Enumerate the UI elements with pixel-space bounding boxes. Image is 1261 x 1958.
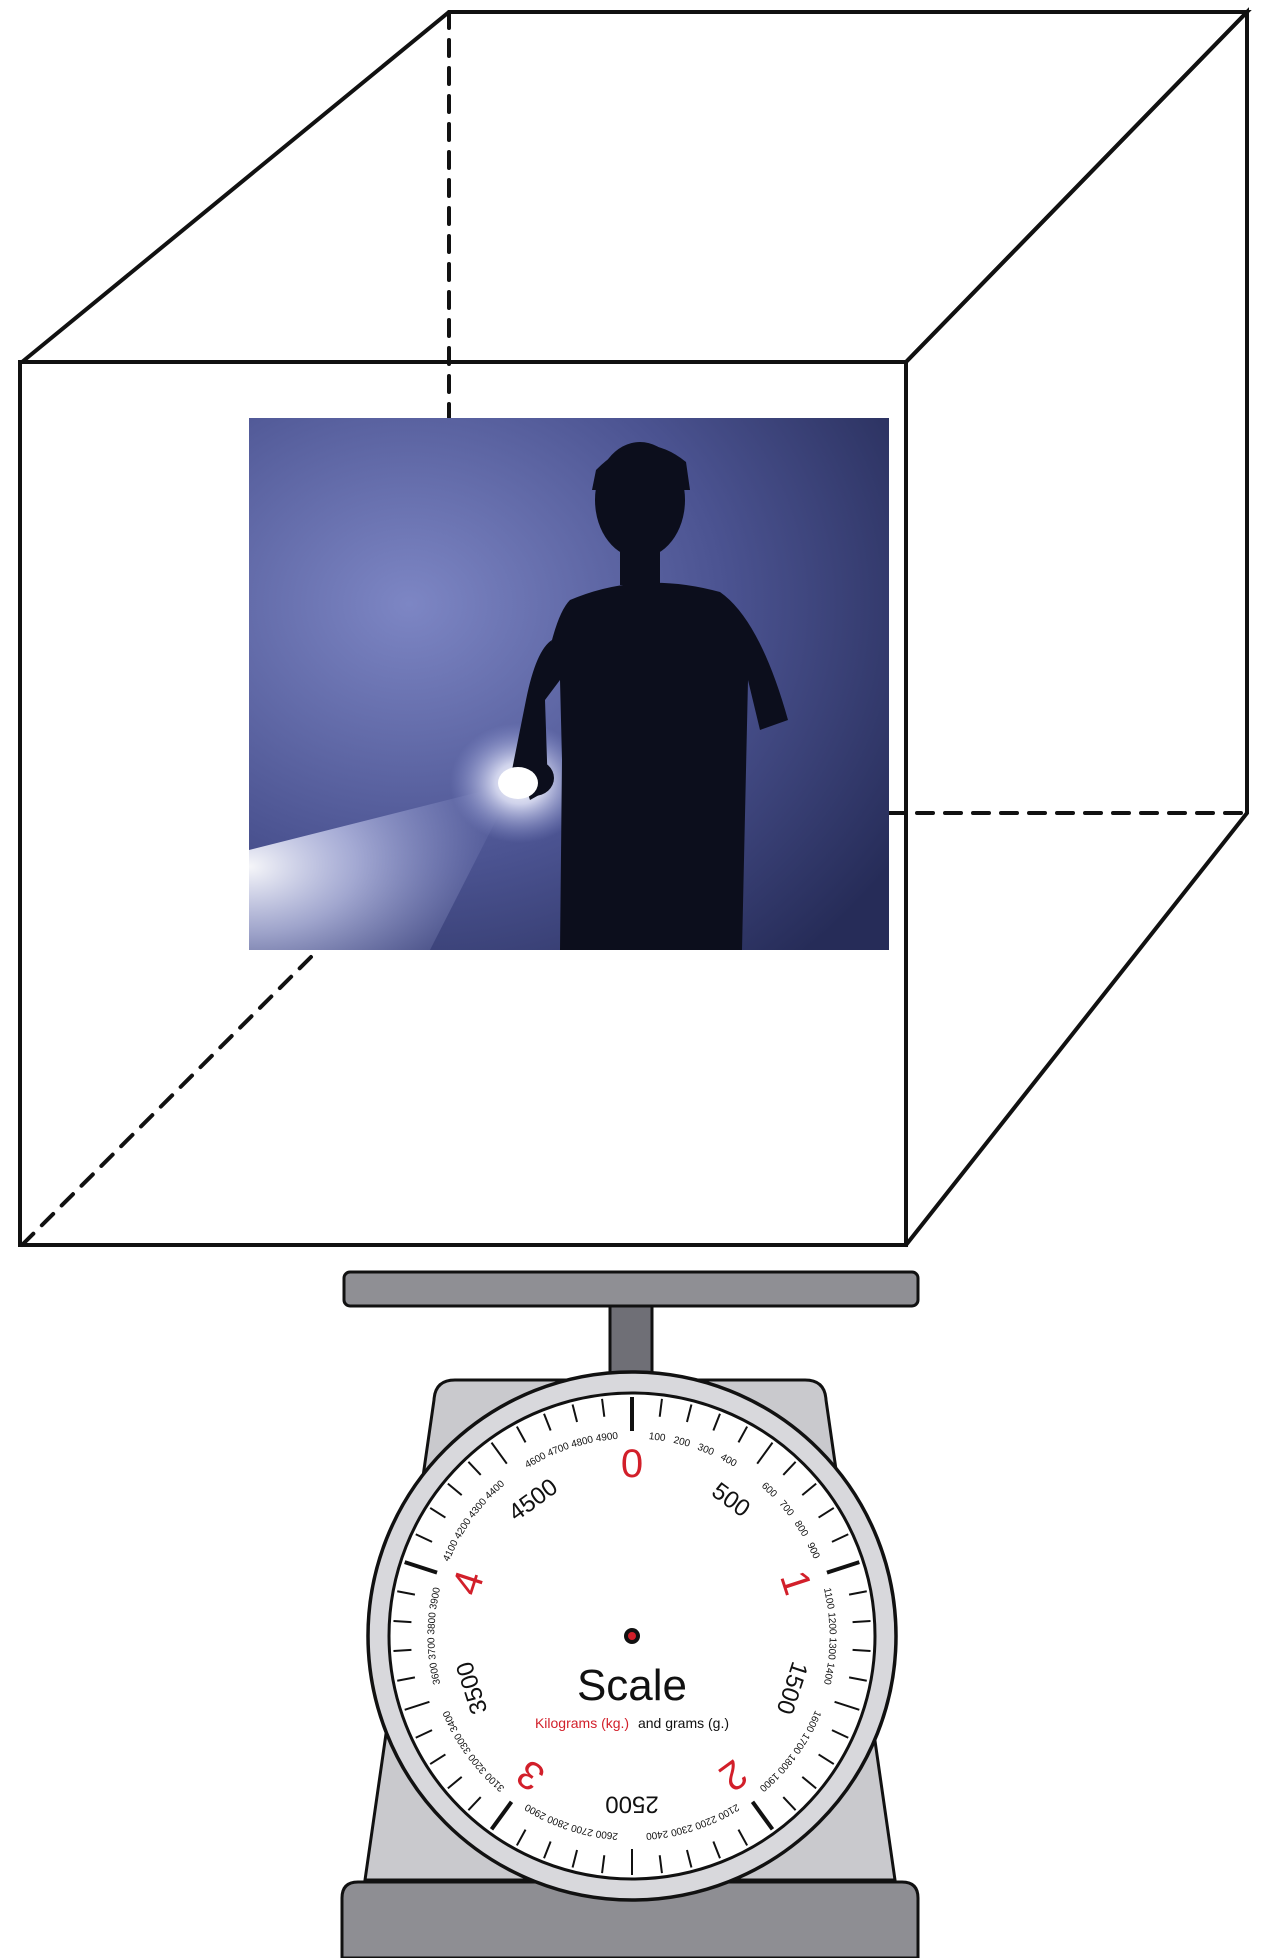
gram-major-label: 2500 (605, 1791, 658, 1818)
flashlight-glow (498, 767, 538, 799)
dial-tick (393, 1621, 411, 1622)
gram-minor-label: 3700 (426, 1637, 438, 1660)
cube-hidden-edge-diagonal (22, 950, 318, 1245)
gram-minor-label: 100 (648, 1431, 666, 1444)
dial-tick (853, 1650, 871, 1651)
dial-tick (853, 1621, 871, 1622)
cube-right-face (906, 12, 1247, 1245)
subtitle-grams: and grams (g.) (638, 1715, 729, 1731)
gram-minor-label: 1300 (825, 1637, 837, 1660)
kg-label: 0 (621, 1442, 643, 1486)
flashlight-photo (249, 418, 889, 950)
scale-subtitle: Kilograms (kg.) and grams (g.) (535, 1715, 729, 1731)
scale-title: Scale (577, 1661, 687, 1710)
gram-minor-label: 1200 (825, 1612, 837, 1635)
gram-minor-label: 3800 (426, 1612, 438, 1635)
subtitle-kilograms: Kilograms (kg.) (535, 1715, 629, 1731)
dial-tick (393, 1650, 411, 1651)
scale-pan (344, 1272, 918, 1306)
cube-top-face (22, 12, 1247, 362)
